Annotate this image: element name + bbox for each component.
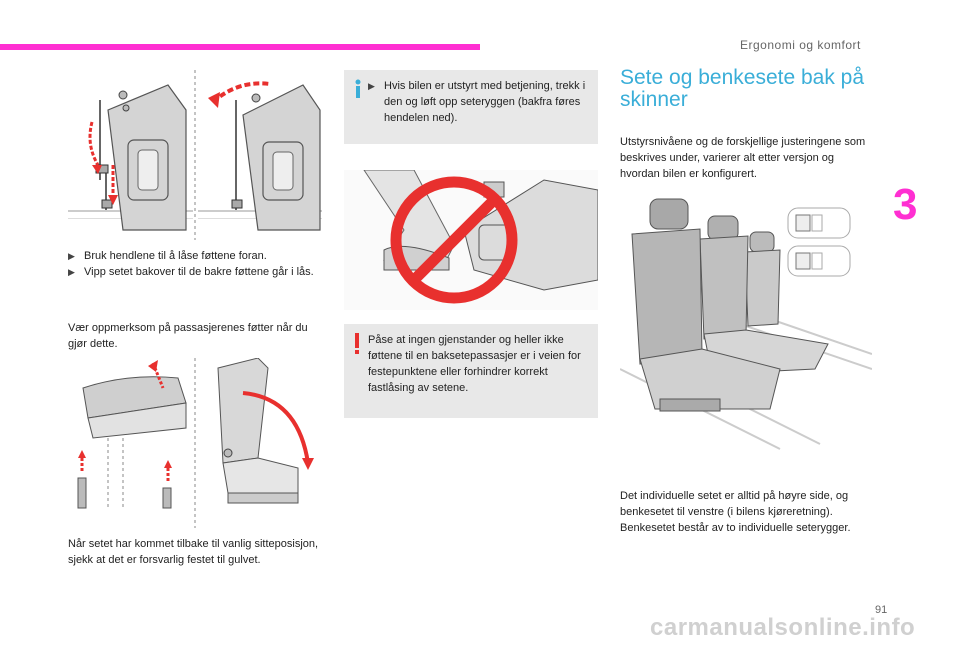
chapter-number: 3 (893, 180, 918, 229)
warning-text: Påse at ingen gjenstander og heller ikke… (368, 334, 581, 394)
page-number: 91 (875, 604, 888, 616)
seat-right-diagram (198, 81, 322, 231)
vehicle-layout-diagram-bottom (787, 245, 851, 277)
instruction-list: ▶ Bruk hendlene til å låse føttene foran… (68, 248, 322, 280)
section-title: Ergonomi og komfort (740, 38, 861, 52)
prohibited-feet-illustration (344, 170, 598, 310)
closing-instruction: Når setet har kommet tilbake til vanlig … (68, 538, 319, 566)
watermark: carmanualsonline.info (650, 614, 916, 641)
info-icon (355, 79, 361, 98)
header-accent-bar (0, 44, 480, 50)
intro-paragraph: Utstyrsnivåene og de forskjellige juster… (620, 136, 866, 180)
back-seat-3 (744, 231, 781, 327)
bullet-marker-icon: ▶ (68, 267, 75, 277)
info-box: ▶ Hvis bilen er utstyrt med betjening, t… (344, 70, 598, 144)
vehicle-layout-diagram-top (787, 207, 851, 239)
seat-left-diagram (68, 84, 193, 231)
rear-seats-illustration (620, 194, 872, 450)
prohibited-icon (390, 176, 518, 304)
warning-box: Påse at ingen gjenstander og heller ikke… (344, 324, 598, 418)
page-heading: Sete og benkesete bak på skinner (620, 66, 865, 111)
caution-note: Vær oppmerksom på passasjerenes føtter n… (68, 322, 308, 350)
list-item: ▶ Vipp setet bakover til de bakre føtten… (68, 266, 314, 278)
description-paragraph: Det individuelle setet er alltid på høyr… (620, 490, 851, 534)
bullet-marker-icon: ▶ (68, 251, 75, 261)
bullet-marker-icon: ▶ (368, 81, 375, 91)
upright-seat-diagram (217, 358, 314, 504)
info-text: ▶ Hvis bilen er utstyrt med betjening, t… (368, 80, 586, 124)
seat-folding-illustration (68, 358, 322, 528)
folded-seat-diagram (77, 360, 187, 509)
seat-legs-lock-illustration (68, 70, 322, 240)
list-item: ▶ Bruk hendlene til å låse føttene foran… (68, 250, 267, 262)
front-seat-1 (631, 198, 781, 412)
warning-icon (355, 333, 359, 354)
